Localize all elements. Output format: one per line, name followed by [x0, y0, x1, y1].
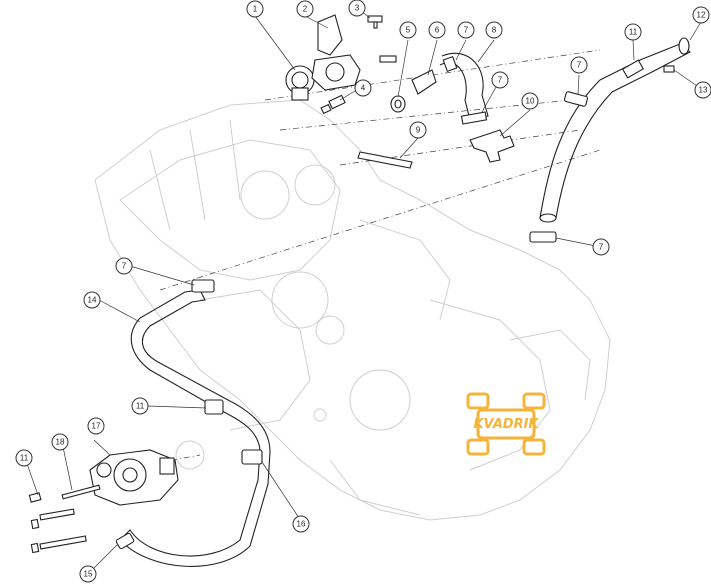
callout-label: 7 — [599, 243, 604, 252]
callout-label: 3 — [355, 4, 360, 13]
callout-circle — [79, 565, 97, 583]
callout-circle — [521, 92, 539, 110]
clamp-11-mid — [204, 399, 224, 415]
callout-label: 9 — [416, 126, 421, 135]
callout-9: 9 — [409, 121, 427, 139]
callout-label: 4 — [361, 84, 366, 93]
clamp-11-lower — [241, 449, 263, 465]
callout-label: 7 — [498, 76, 503, 85]
callout-label: 7 — [464, 26, 469, 35]
callout-14: 14 — [83, 291, 101, 309]
callout-label: 2 — [303, 5, 308, 14]
callout-16: 16 — [292, 515, 310, 533]
clamp-7-right — [529, 91, 589, 243]
callout-circle — [115, 257, 133, 275]
engine-outline — [94, 99, 611, 521]
callout-circle — [399, 21, 417, 39]
hose-14 — [115, 279, 271, 567]
clamp-15 — [115, 532, 135, 550]
callout-13: 13 — [694, 81, 711, 99]
callout-circle — [348, 0, 366, 17]
callout-circle — [428, 21, 446, 39]
callout-circle — [592, 238, 610, 256]
callout-label: 18 — [56, 438, 65, 447]
callout-label: 13 — [699, 86, 708, 95]
callout-18: 18 — [51, 433, 69, 451]
callout-label: 7 — [577, 61, 582, 70]
callout-circle — [491, 71, 509, 89]
callout-11: 11 — [15, 449, 33, 467]
callout-label: 7 — [122, 262, 127, 271]
callout-circle — [485, 21, 503, 39]
callout-7: 7 — [592, 238, 610, 256]
bolt-3 — [367, 15, 383, 29]
callout-circle — [246, 0, 264, 18]
callout-circle — [409, 121, 427, 139]
callout-circle — [692, 6, 710, 24]
callout-circle — [131, 397, 149, 415]
callout-10: 10 — [521, 92, 539, 110]
callout-8: 8 — [485, 21, 503, 39]
callout-7: 7 — [115, 257, 133, 275]
callout-7: 7 — [570, 56, 588, 74]
callout-circle — [292, 515, 310, 533]
callout-label: 12 — [697, 11, 706, 20]
callout-circle — [354, 79, 372, 97]
strap-9 — [357, 151, 413, 169]
callout-2: 2 — [296, 0, 314, 18]
callout-label: 14 — [88, 296, 97, 305]
kvadrik-watermark: KVADRIK — [466, 392, 546, 456]
callout-circle — [296, 0, 314, 18]
callout-3: 3 — [348, 0, 366, 17]
thermostat-assembly — [285, 14, 361, 101]
callout-12: 12 — [692, 6, 710, 24]
callout-circle — [83, 291, 101, 309]
callout-label: 8 — [492, 26, 497, 35]
fitting-6 — [411, 69, 437, 95]
callout-circle — [624, 23, 642, 41]
callout-1: 1 — [246, 0, 264, 18]
callout-circle — [694, 81, 711, 99]
callout-label: 10 — [526, 97, 535, 106]
callout-6: 6 — [428, 21, 446, 39]
callout-7: 7 — [457, 21, 475, 39]
callout-label: 5 — [406, 26, 411, 35]
hose-12 — [539, 37, 691, 223]
washer-5 — [390, 95, 406, 113]
bolts-17-18 — [28, 484, 101, 554]
bolt-13 — [663, 65, 675, 73]
callout-label: 15 — [84, 570, 93, 579]
callout-11: 11 — [624, 23, 642, 41]
callout-11: 11 — [131, 397, 149, 415]
callout-4: 4 — [354, 79, 372, 97]
callout-5: 5 — [399, 21, 417, 39]
callout-label: 1 — [253, 5, 258, 14]
callout-15: 15 — [79, 565, 97, 583]
callout-label: 11 — [136, 402, 145, 411]
callout-label: 17 — [92, 422, 101, 431]
callout-circle — [570, 56, 588, 74]
hose-8 — [439, 52, 489, 125]
sensor-4 — [320, 94, 346, 115]
callout-circle — [457, 21, 475, 39]
callout-label: 11 — [20, 454, 29, 463]
clamp-7-left — [191, 279, 215, 293]
callout-circle — [87, 417, 105, 435]
bolt-upper — [379, 55, 397, 63]
callout-circle — [51, 433, 69, 451]
callout-label: 11 — [629, 28, 638, 37]
callout-label: 16 — [297, 520, 306, 529]
tee-10 — [469, 129, 515, 163]
callout-label: 6 — [435, 26, 440, 35]
callout-7: 7 — [491, 71, 509, 89]
water-pump-16 — [89, 449, 179, 506]
callout-circle — [15, 449, 33, 467]
watermark-text: KVADRIK — [473, 417, 539, 432]
callout-17: 17 — [87, 417, 105, 435]
